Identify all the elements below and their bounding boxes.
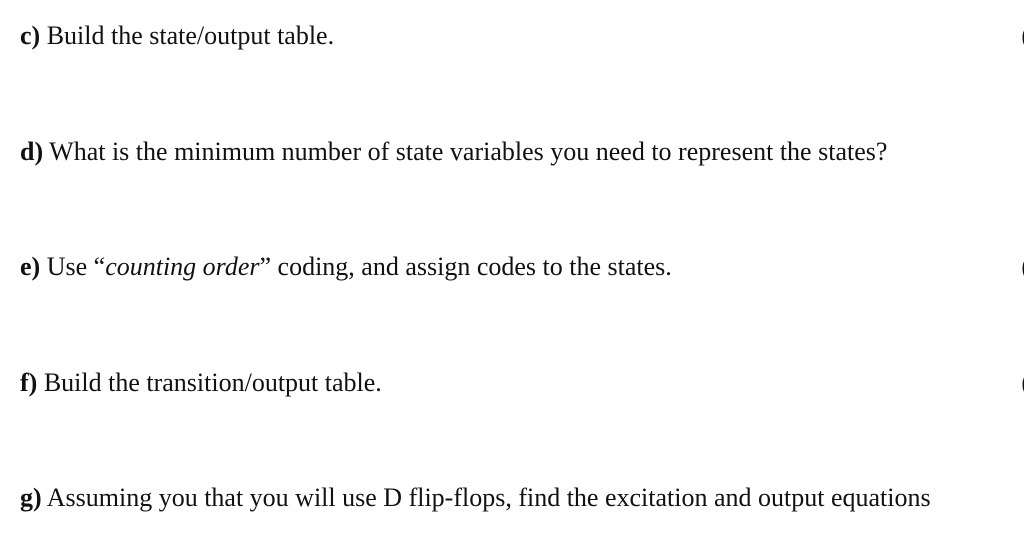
question-label: g) xyxy=(20,483,42,512)
question-text: Build the state/output table. xyxy=(40,21,335,50)
points-paren-c: ( xyxy=(1021,20,1024,52)
question-text: What is the minimum number of state vari… xyxy=(43,137,888,166)
question-d: d) What is the minimum number of state v… xyxy=(20,136,887,168)
question-label: e) xyxy=(20,252,41,281)
question-text-before: Use “ xyxy=(40,252,106,281)
question-label: f) xyxy=(20,368,38,397)
points-paren-e: ( xyxy=(1021,251,1024,283)
question-label: c) xyxy=(20,21,41,50)
points-paren-f: ( xyxy=(1021,367,1024,399)
question-label: d) xyxy=(20,137,44,166)
question-e: e) Use “counting order” coding, and assi… xyxy=(20,251,672,283)
question-text: Build the transition/output table. xyxy=(37,368,382,397)
question-f: f) Build the transition/output table. xyxy=(20,367,382,399)
question-c: c) Build the state/output table. xyxy=(20,20,334,52)
question-text: Assuming you that you will use D flip-fl… xyxy=(41,483,931,512)
question-g: g) Assuming you that you will use D flip… xyxy=(20,482,931,514)
question-text-after: ” coding, and assign codes to the states… xyxy=(259,252,672,281)
question-text-italic: counting order xyxy=(105,252,260,281)
